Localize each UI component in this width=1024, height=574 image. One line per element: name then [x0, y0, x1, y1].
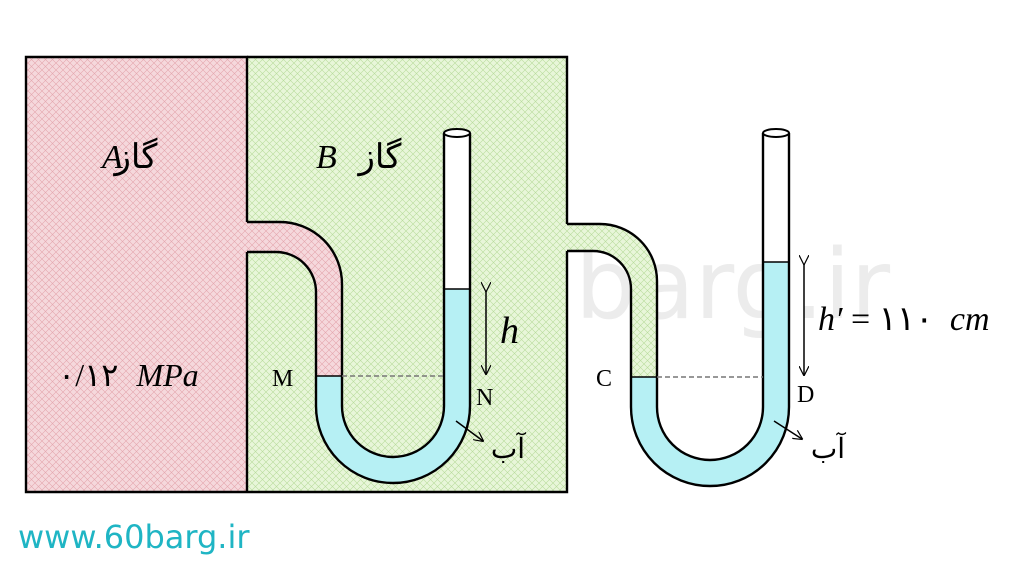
gas-a-pressure-unit: MPa — [135, 357, 198, 393]
point-m-label: M — [272, 366, 293, 392]
point-d-label: D — [797, 382, 814, 408]
gas-a-pressure: ۰/۱۲ MPa — [58, 357, 199, 393]
water-label-1: آب — [491, 431, 526, 465]
gas-b-symbol: B — [316, 139, 337, 176]
manometer-1-tube-opening — [443, 128, 471, 138]
point-c-label: C — [596, 366, 612, 392]
h-prime-value: = ۱۱۰ — [851, 301, 933, 338]
site-url: www.60barg.ir — [18, 518, 250, 556]
gas-b-region — [247, 57, 567, 492]
manometer-2-inner-wall — [567, 133, 791, 488]
manometer-2-gas-b-fill — [567, 224, 657, 377]
gas-b-word: گاز — [357, 137, 403, 177]
manometer-1-inner-wall — [247, 133, 472, 485]
manometer-1-outer-wall — [247, 133, 446, 459]
height-h-prime-label: h′ = ۱۱۰ cm — [818, 301, 990, 338]
point-n-label: N — [476, 385, 493, 411]
gas-a-region — [26, 57, 247, 492]
height-h-label: h — [500, 310, 519, 352]
gas-a-label: گاز — [113, 137, 159, 177]
manometer-1-gas-a-fill — [247, 222, 342, 376]
h-prime-unit: cm — [950, 301, 990, 338]
manometer-2-tube-opening — [762, 128, 790, 138]
container-top-right — [247, 55, 569, 224]
gas-a-pressure-value: ۰/۱۲ — [58, 357, 118, 393]
water-label-2: آب — [811, 431, 846, 465]
manometer-2-right-air — [763, 133, 789, 262]
arrow-icon — [455, 420, 483, 441]
arrow-icon — [773, 420, 802, 439]
gas-a-symbol: A — [100, 139, 123, 176]
manometer-2-water — [631, 262, 789, 486]
gas-a-word: گاز — [113, 137, 159, 177]
manometer-1-water — [316, 289, 470, 483]
container-outline — [24, 55, 569, 494]
manometer-2-outer-wall — [567, 133, 765, 462]
manometer-1-right-air — [444, 133, 470, 289]
h-prime-symbol: h′ — [818, 301, 843, 338]
